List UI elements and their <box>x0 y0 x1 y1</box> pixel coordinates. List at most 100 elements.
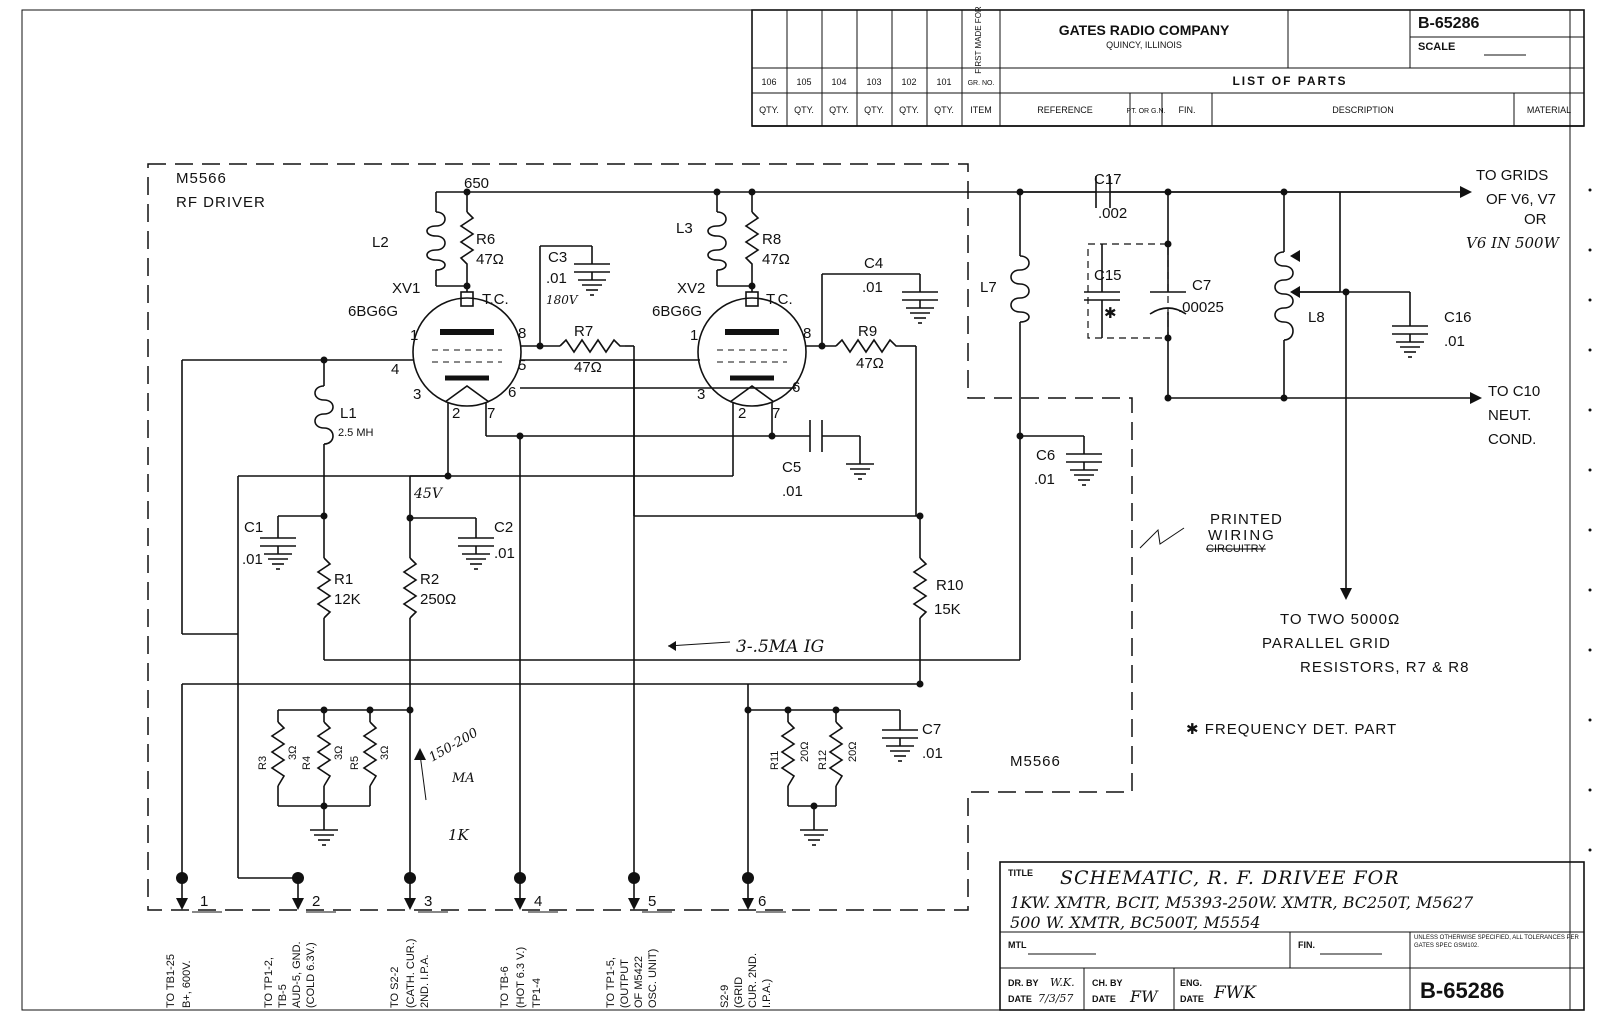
xv2-pin2: 2 <box>738 405 746 422</box>
tube-xv1 <box>412 291 522 407</box>
col-description: DESCRIPTION <box>1332 105 1394 115</box>
v180-note: 180V <box>546 293 579 307</box>
svg-text:(COLD 6.3V.): (COLD 6.3V.) <box>305 942 317 1008</box>
title-block <box>999 861 1585 1011</box>
c16-value: .01 <box>1444 333 1465 350</box>
printed-wiring-3: CIRCUITRY <box>1206 543 1266 555</box>
xv1-tc: T.C. <box>482 291 509 308</box>
cathode-note-2: MA <box>451 771 475 786</box>
svg-text:I.P.A.): I.P.A.) <box>761 979 773 1008</box>
svg-text:TO TB1-25: TO TB1-25 <box>165 954 177 1008</box>
arrows <box>176 186 1482 910</box>
c15-mark: ✱ <box>1104 305 1117 322</box>
terminal-2-num: 2 <box>312 893 320 910</box>
c15-frequency-box <box>1087 243 1169 339</box>
tube-xv2 <box>697 291 807 407</box>
module-number-bottom: M5566 <box>1010 753 1061 770</box>
r10-ref: R10 <box>936 577 964 594</box>
r2-ref: R2 <box>420 571 439 588</box>
tolerance-note: UNLESS OTHERWISE SPECIFIED, ALL TOLERANC… <box>1414 935 1579 949</box>
printed-wiring-2: WIRING <box>1208 527 1276 544</box>
r12-ref: R12 <box>817 750 829 770</box>
svg-text:2ND. I.P.A.: 2ND. I.P.A. <box>419 954 431 1008</box>
resistor-r8 <box>744 211 760 272</box>
terminal-posts <box>176 872 786 913</box>
ground-r3-r5 <box>309 821 339 846</box>
border-ticks <box>1588 188 1592 852</box>
c5-value: .01 <box>782 483 803 500</box>
meter-note-arrow <box>667 641 731 647</box>
svg-text:TB-5: TB-5 <box>277 984 289 1008</box>
c3-value: .01 <box>546 270 567 287</box>
xv1-pin7: 7 <box>487 405 495 422</box>
dr-by-initials: W.K. <box>1050 976 1075 989</box>
capacitor-c15 <box>1084 244 1120 338</box>
ground-r11-r12 <box>799 821 829 846</box>
l7-ref: L7 <box>980 279 997 296</box>
xv2-pin1: 1 <box>690 327 698 344</box>
r5-value: 3Ω <box>379 746 391 760</box>
c17-value: .002 <box>1098 205 1127 222</box>
mtl-label: MTL <box>1008 940 1027 950</box>
capacitor-c6 <box>1066 453 1102 486</box>
inductor-l2 <box>426 211 446 271</box>
gr-106: 106 <box>761 77 776 87</box>
first-made-for: FIRST MADE FOR <box>974 6 983 74</box>
v45-note: 45V <box>413 486 444 502</box>
qty-104: QTY. <box>829 105 849 115</box>
c15-ref: C15 <box>1094 267 1122 284</box>
r4-ref: R4 <box>301 756 313 770</box>
c6-ref: C6 <box>1036 447 1055 464</box>
r8-ref: R8 <box>762 231 781 248</box>
parts-list-block <box>751 9 1585 127</box>
svg-text:TO S2-2: TO S2-2 <box>389 967 401 1008</box>
date-label: DATE <box>1008 994 1032 1004</box>
company-name: GATES RADIO COMPANY <box>1059 22 1230 38</box>
sheet-border <box>21 9 1571 1011</box>
gr-103: 103 <box>866 77 881 87</box>
r12-value: 20Ω <box>847 742 859 762</box>
l1-ref: L1 <box>340 405 357 422</box>
capacitor-c16 <box>1392 325 1428 358</box>
grids-note-3: OR <box>1524 211 1547 228</box>
junction-dots <box>320 188 1350 810</box>
c4-value: .01 <box>862 279 883 296</box>
c7-output-ref: C7 <box>1192 277 1211 294</box>
r7-value: 47Ω <box>574 359 602 376</box>
terminal-6-label: S2-9 (GRID CUR. 2ND. I.P.A.) <box>719 953 773 1008</box>
col-item: ITEM <box>970 105 992 115</box>
r3-ref: R3 <box>257 756 269 770</box>
cathode-note-1: 150-200 <box>427 725 481 765</box>
module-outline <box>147 163 1133 911</box>
date-value: 7/3/57 <box>1038 992 1073 1005</box>
col-material: MATERIAL <box>1527 105 1571 115</box>
inductor-l7 <box>1010 255 1030 323</box>
qty-102: QTY. <box>899 105 919 115</box>
resistor-r9 <box>835 338 900 354</box>
qty-106: QTY. <box>759 105 779 115</box>
resistor-r6 <box>459 211 475 272</box>
capacitor-c1 <box>260 537 296 570</box>
xv1-pin3: 3 <box>413 386 421 403</box>
meter-note: 3-.5MA IG <box>736 637 824 657</box>
svg-text:(CATH. CUR.): (CATH. CUR.) <box>405 939 417 1008</box>
qty-101: QTY. <box>934 105 954 115</box>
eng-initials: FWK <box>1213 983 1257 1003</box>
frequency-note: ✱ FREQUENCY DET. PART <box>1186 721 1397 738</box>
module-name: RF DRIVER <box>176 194 266 211</box>
terminal-1-num: 1 <box>200 893 208 910</box>
inductor-l8 <box>1274 251 1294 341</box>
eng-label: ENG. <box>1180 978 1202 988</box>
r7-ref: R7 <box>574 323 593 340</box>
c3-ref: C3 <box>548 249 567 266</box>
terminal-5-label: TO TP1-5, (OUTPUT OF M5422 OSC. UNIT) <box>605 949 659 1008</box>
terminal-4-label: TO TB-6 (HOT 6.3 V.) TP1-4 <box>499 947 543 1008</box>
xv1-pin5: 5 <box>518 357 526 374</box>
c10-note-3: COND. <box>1488 431 1536 448</box>
r6-ref: R6 <box>476 231 495 248</box>
resistor-r4 <box>316 721 332 787</box>
r8-value: 47Ω <box>762 251 790 268</box>
drawing-number-bottom: B-65286 <box>1420 978 1504 1003</box>
resistor-r3 <box>270 721 286 787</box>
